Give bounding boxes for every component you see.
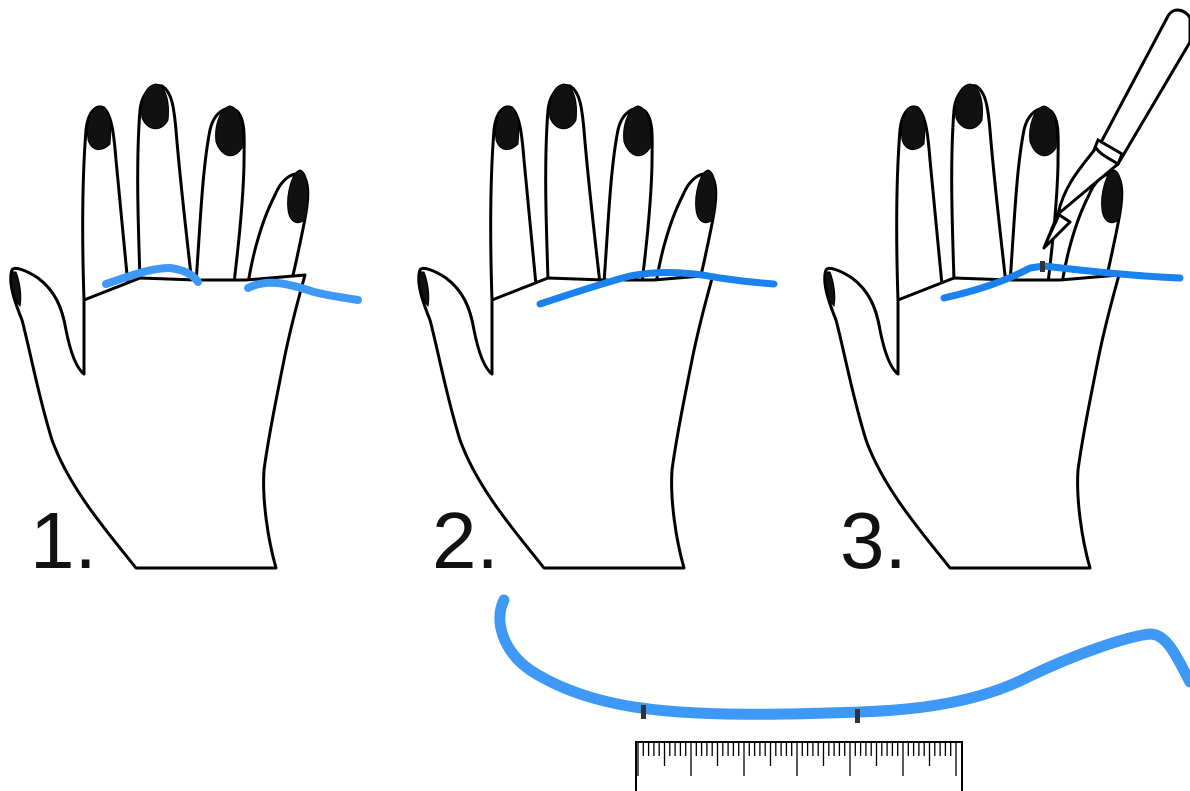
thread-wrapped-around-finger [102,264,362,304]
step-3-panel: 3. [823,8,1190,585]
measured-thread-group [494,594,1190,791]
step-1-label: 1. [30,496,97,585]
thread-mark-right [855,709,860,723]
thread-around-finger [536,268,778,308]
pen-icon [1042,8,1190,250]
thread-segment-left [102,264,202,288]
thread-mark-left [641,705,646,719]
ruler-icon [635,741,963,791]
thread-icon [494,594,1190,720]
step-3-label: 3. [840,496,907,585]
thread-mark [1040,261,1045,272]
step-2-label: 2. [432,496,499,585]
step-1-panel: 1. [9,82,362,585]
thread-segment-right [244,278,362,304]
step-2-panel: 2. [417,82,778,585]
